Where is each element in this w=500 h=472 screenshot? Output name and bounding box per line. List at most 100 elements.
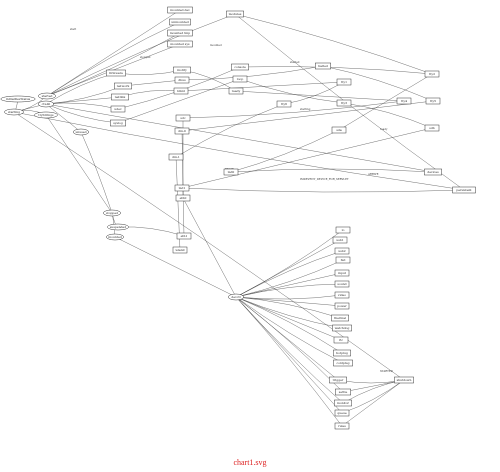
- edge: [235, 90, 405, 102]
- node: coldplug: [333, 359, 353, 367]
- node: tty6: [276, 100, 292, 108]
- node-label: lo: [342, 228, 345, 232]
- edge: [235, 296, 343, 329]
- edge: [80, 131, 113, 214]
- node: md0: [223, 168, 239, 176]
- node-shape: [333, 336, 349, 344]
- edge: [235, 296, 344, 393]
- edge: [235, 296, 341, 319]
- node: mounted: [106, 233, 124, 241]
- node-label: hid: [341, 258, 346, 262]
- node-label: tty2: [429, 72, 435, 76]
- edge: [235, 283, 343, 298]
- edge-label: ARRIVE: [367, 172, 379, 176]
- node-shape: [333, 359, 353, 367]
- node: tty4: [396, 97, 412, 105]
- node: eth1: [176, 232, 192, 240]
- edge: [235, 229, 344, 298]
- node-shape: [424, 124, 440, 132]
- node-shape: [172, 246, 188, 254]
- node-shape: [425, 97, 441, 105]
- node-shape: [335, 226, 351, 234]
- node-shape: [334, 302, 350, 310]
- node-shape: [34, 111, 58, 119]
- edge: [181, 65, 324, 81]
- node-shape: [333, 349, 351, 357]
- node-shape: [336, 99, 352, 107]
- node-shape: [332, 236, 348, 244]
- node-label: ttyStrings: [38, 113, 54, 117]
- node-shape: [315, 62, 331, 70]
- node-label: network: [117, 84, 130, 88]
- node: udev: [110, 105, 126, 113]
- node-label: usb2: [338, 249, 345, 253]
- edge: [114, 236, 237, 298]
- node: hotplug: [333, 349, 351, 357]
- edge: [13, 111, 465, 191]
- node: inotify: [173, 66, 191, 74]
- node-shape: [167, 40, 193, 48]
- edge: [235, 296, 343, 354]
- edge: [117, 78, 241, 124]
- node: sdb: [424, 124, 440, 132]
- node: watchdog: [332, 324, 352, 332]
- node-shape: [228, 87, 244, 95]
- node-shape: [110, 119, 126, 127]
- node: network: [114, 82, 132, 90]
- edge: [182, 100, 405, 119]
- node-label: hotplug: [336, 351, 348, 355]
- node-label: blkid: [177, 89, 185, 93]
- edge-label: mounted: [210, 43, 222, 47]
- node-label: watchdog: [335, 326, 350, 330]
- edge: [181, 187, 465, 193]
- node-shape: [424, 70, 440, 78]
- node-label: dm-1: [172, 155, 180, 159]
- node: input: [334, 269, 350, 277]
- node-label: md1: [179, 186, 186, 190]
- node-shape: [169, 18, 191, 26]
- node-label: unmounted: [171, 20, 188, 24]
- node: firmware: [106, 69, 126, 77]
- edge: [234, 13, 433, 75]
- edge: [235, 296, 339, 381]
- edge: [175, 103, 285, 158]
- node-label: devices: [427, 170, 439, 174]
- node: dm-0: [174, 127, 190, 135]
- node-shape: [394, 376, 414, 384]
- node-shape: [111, 93, 129, 101]
- node-shape: [452, 186, 476, 194]
- edge: [343, 102, 433, 129]
- node: hid: [335, 256, 351, 264]
- node: netlink: [111, 93, 129, 101]
- node: started: [38, 92, 56, 100]
- edge: [45, 114, 113, 214]
- node-shape: [110, 105, 126, 113]
- edge: [45, 72, 117, 105]
- node-shape: [114, 82, 132, 90]
- node-shape: [174, 127, 190, 135]
- node-label: persistent: [456, 188, 472, 192]
- node-label: loop: [237, 77, 244, 81]
- node: dm-1: [168, 153, 184, 161]
- node: tty1: [336, 78, 352, 86]
- node-shape: [173, 87, 189, 95]
- node-label: mounted: [108, 235, 121, 239]
- node: loop: [232, 75, 248, 83]
- node: halted: [315, 62, 331, 70]
- node-shape: [167, 29, 193, 37]
- node-shape: [223, 168, 239, 176]
- node: console: [231, 63, 249, 71]
- node: unused: [73, 128, 89, 136]
- node-label: starting: [8, 110, 20, 114]
- node: usb1: [332, 236, 348, 244]
- node-layer: initialDevStatusstartingctxAllttyStrings…: [0, 6, 476, 430]
- node: eth0: [175, 194, 191, 202]
- node-label: mounted dev: [170, 8, 190, 12]
- node-label: tty6: [281, 102, 287, 106]
- node: initialDevStatus: [0, 95, 36, 103]
- node-shape: [329, 376, 347, 384]
- node-shape: [176, 232, 192, 240]
- edge: [182, 197, 237, 298]
- edge: [13, 111, 405, 381]
- node-shape: [38, 92, 56, 100]
